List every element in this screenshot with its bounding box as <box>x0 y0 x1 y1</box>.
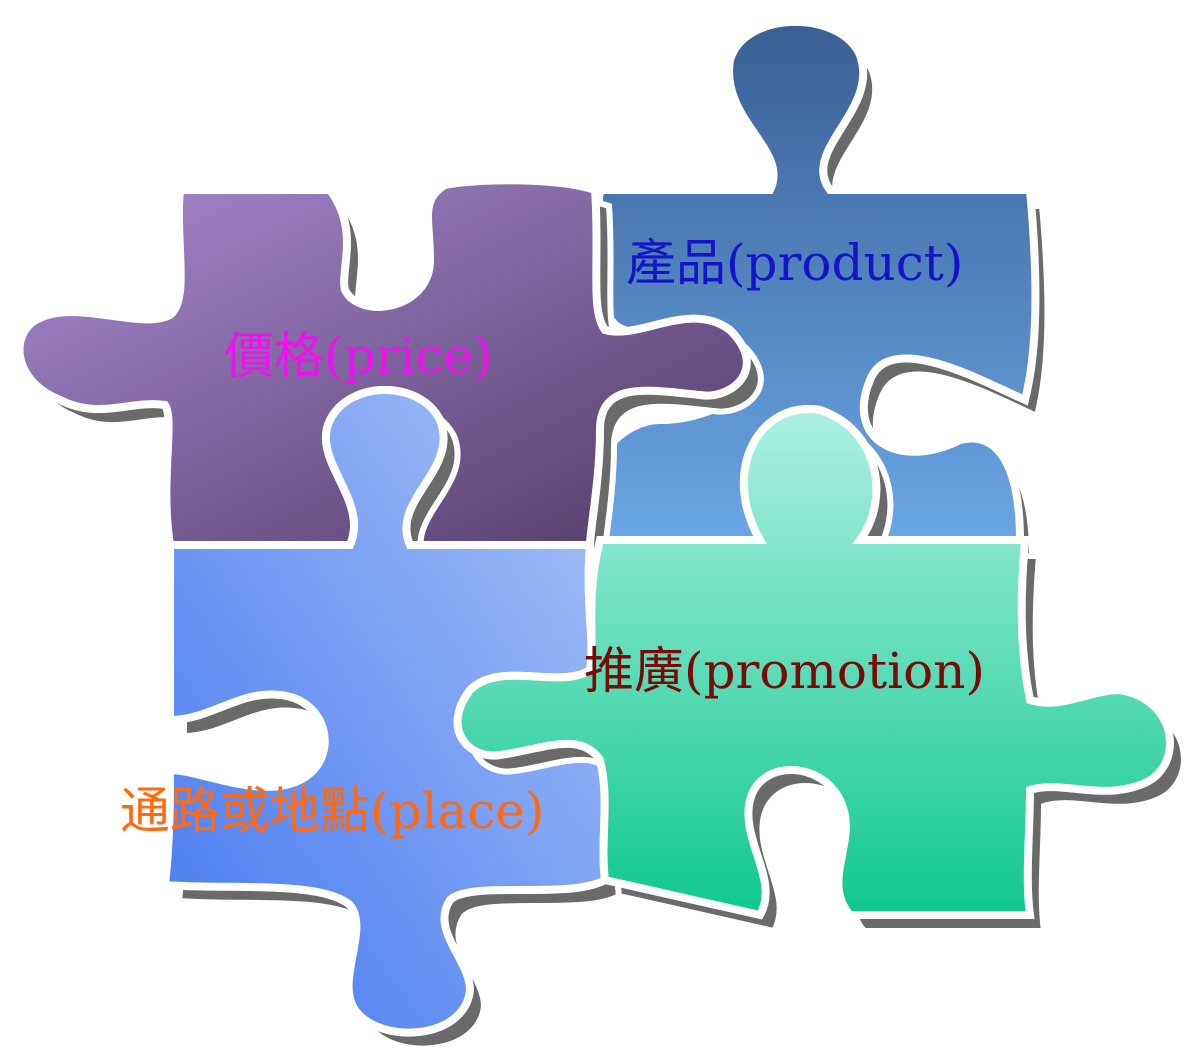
price-piece <box>15 176 764 564</box>
promotion-label: 推廣(promotion) <box>584 642 985 700</box>
promotion-piece <box>453 405 1187 935</box>
price-label: 價格(price) <box>224 327 493 385</box>
place-piece <box>160 386 623 1052</box>
promotion-piece-body <box>453 405 1174 920</box>
place-label: 通路或地點(place) <box>120 782 544 840</box>
place-piece-body <box>160 386 610 1037</box>
product-label: 產品(product) <box>626 234 963 292</box>
price-piece-body <box>15 176 751 549</box>
